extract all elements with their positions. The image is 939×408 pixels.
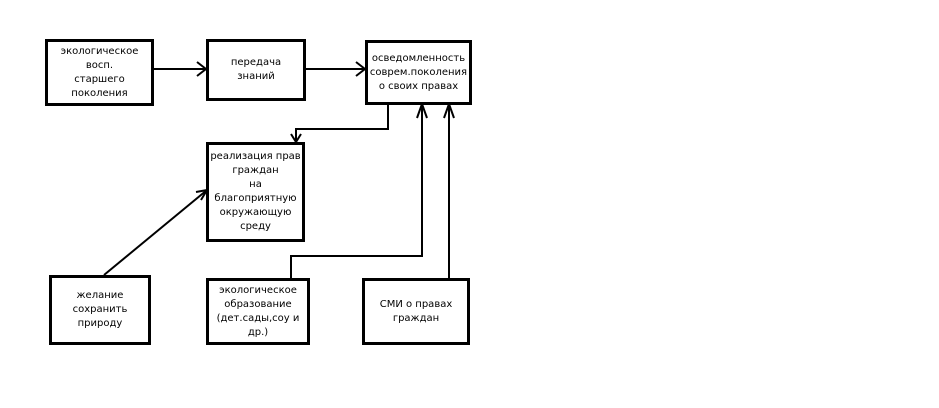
edge-desire-to-realization [103, 189, 208, 276]
edge-education-to-awareness [290, 104, 423, 278]
node-media: СМИ о правах граждан [362, 278, 470, 345]
node-rights-realization: реализация прав граждан на благоприятную… [206, 142, 305, 242]
node-desire-preserve: желание сохранить природу [49, 275, 151, 345]
edge-awareness-to-realization [295, 104, 389, 142]
node-eco-upbringing: экологическое восп. старшего поколения [45, 39, 154, 106]
node-knowledge-transfer: передача знаний [206, 39, 306, 101]
node-awareness: осведомленность соврем.поколения о своих… [365, 40, 472, 105]
node-eco-education: экологическое образование (дет.сады,соу … [206, 278, 310, 345]
